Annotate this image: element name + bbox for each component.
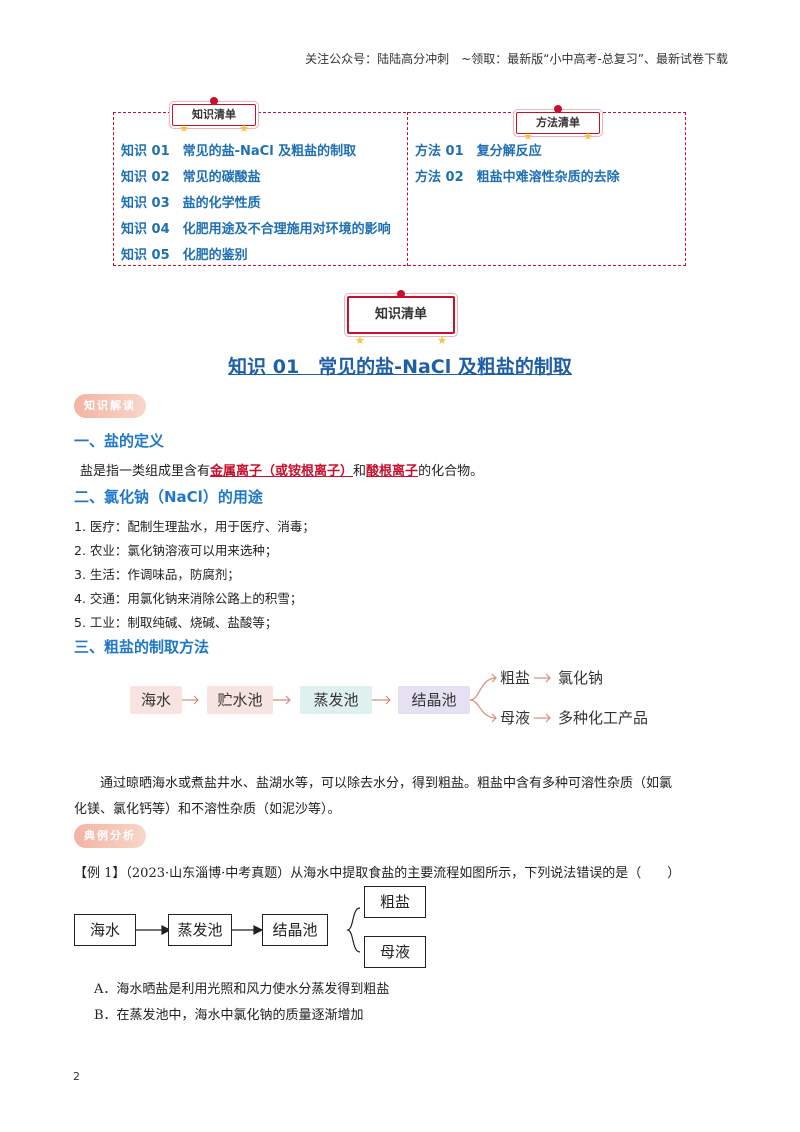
flow-step-seawater: 海水	[130, 686, 182, 714]
red-dot-icon	[210, 97, 218, 105]
method-list-tag: 方法清单 ★ ★	[516, 105, 600, 143]
highlight-acid-radical: 酸根离子	[366, 464, 419, 479]
toc-knowledge-item-2[interactable]: 知识 02 常见的碳酸盐	[121, 170, 261, 185]
crude-salt-paragraph-line-2: 化镁、氯化钙等）和不溶性杂质（如泥沙等）。	[74, 802, 341, 817]
toc-method-item-1[interactable]: 方法 01 复分解反应	[415, 144, 542, 159]
toc-knowledge-item-4[interactable]: 知识 04 化肥用途及不合理施用对环境的影响	[121, 222, 391, 237]
branch-chemical-products: 多种化工产品	[558, 709, 649, 727]
toc-box	[113, 112, 686, 266]
list-item: 4. 交通：用氯化钠来消除公路上的积雪；	[74, 591, 303, 606]
flow-step-evaporation-pool: 蒸发池	[300, 686, 372, 714]
red-dot-icon	[554, 105, 562, 113]
star-icon: ★	[437, 334, 447, 347]
salt-definition-text: 盐是指一类组成里含有金属离子（或铵根离子）和酸根离子的化合物。	[80, 464, 484, 479]
branch-sodium-chloride: 氯化钠	[558, 669, 604, 687]
star-icon: ★	[523, 130, 533, 143]
example-analysis-pill: 典例分析	[74, 824, 146, 848]
toc-method-item-2[interactable]: 方法 02 粗盐中难溶性杂质的去除	[415, 170, 620, 185]
branch-crude-salt: 粗盐	[500, 669, 531, 687]
example-question-stem: 【例 1】（2023·山东淄博·中考真题）从海水中提取食盐的主要流程如图所示，下…	[74, 866, 681, 881]
crude-salt-heading: 三、粗盐的制取方法	[74, 638, 210, 656]
star-icon: ★	[355, 334, 365, 347]
page-number: 2	[73, 1070, 80, 1083]
branch-mother-liquor: 母液	[500, 709, 531, 727]
star-icon: ★	[239, 122, 249, 135]
flow-step-crystallization-pool: 结晶池	[398, 686, 470, 714]
example-box-evaporation-pool: 蒸发池	[168, 914, 232, 946]
example-box-seawater: 海水	[74, 914, 136, 946]
knowledge-interpretation-pill: 知识解读	[74, 394, 146, 418]
option-b[interactable]: B．在蒸发池中，海水中氯化钠的质量逐渐增加	[94, 1008, 364, 1023]
page-header: 关注公众号：陆陆高分冲刺 ~领取：最新版“小中高考-总复习”、最新试卷下载	[305, 52, 728, 66]
star-icon: ★	[583, 130, 593, 143]
star-icon: ★	[179, 122, 189, 135]
toc-knowledge-item-3[interactable]: 知识 03 盐的化学性质	[121, 196, 261, 211]
example-box-crude-salt: 粗盐	[364, 886, 426, 918]
option-a[interactable]: A．海水晒盐是利用光照和风力使水分蒸发得到粗盐	[94, 982, 390, 997]
list-item: 2. 农业：氯化钠溶液可以用来选种；	[74, 543, 278, 558]
example-box-mother-liquor: 母液	[364, 936, 426, 968]
example-flow-diagram	[134, 907, 361, 953]
knowledge-list-tag: 知识清单 ★ ★	[172, 97, 256, 135]
list-item: 5. 工业：制取纯碱、烧碱、盐酸等；	[74, 615, 278, 630]
crude-salt-flow-diagram	[182, 673, 551, 723]
flow-step-storage-pool: 贮水池	[207, 686, 273, 714]
salt-definition-heading: 一、盐的定义	[74, 432, 165, 450]
example-box-crystallization-pool: 结晶池	[262, 914, 328, 946]
nacl-use-heading: 二、氯化钠（NaCl）的用途	[74, 488, 263, 506]
list-item: 1. 医疗：配制生理盐水，用于医疗、消毒；	[74, 519, 315, 534]
list-item: 3. 生活：作调味品，防腐剂；	[74, 567, 240, 582]
section-tag: 知识清单 ★ ★	[347, 290, 455, 347]
toc-knowledge-item-1[interactable]: 知识 01 常见的盐-NaCl 及粗盐的制取	[121, 144, 357, 159]
highlight-metal-ion: 金属离子（或铵根离子）	[210, 464, 354, 479]
crude-salt-paragraph-line-1: 通过晾晒海水或煮盐井水、盐湖水等，可以除去水分，得到粗盐。粗盐中含有多种可溶性杂…	[100, 776, 673, 791]
red-dot-icon	[397, 290, 405, 298]
toc-divider	[407, 112, 408, 266]
section-title: 知识 01 常见的盐-NaCl 及粗盐的制取	[228, 356, 572, 378]
toc-knowledge-item-5[interactable]: 知识 05 化肥的鉴别	[121, 248, 248, 263]
